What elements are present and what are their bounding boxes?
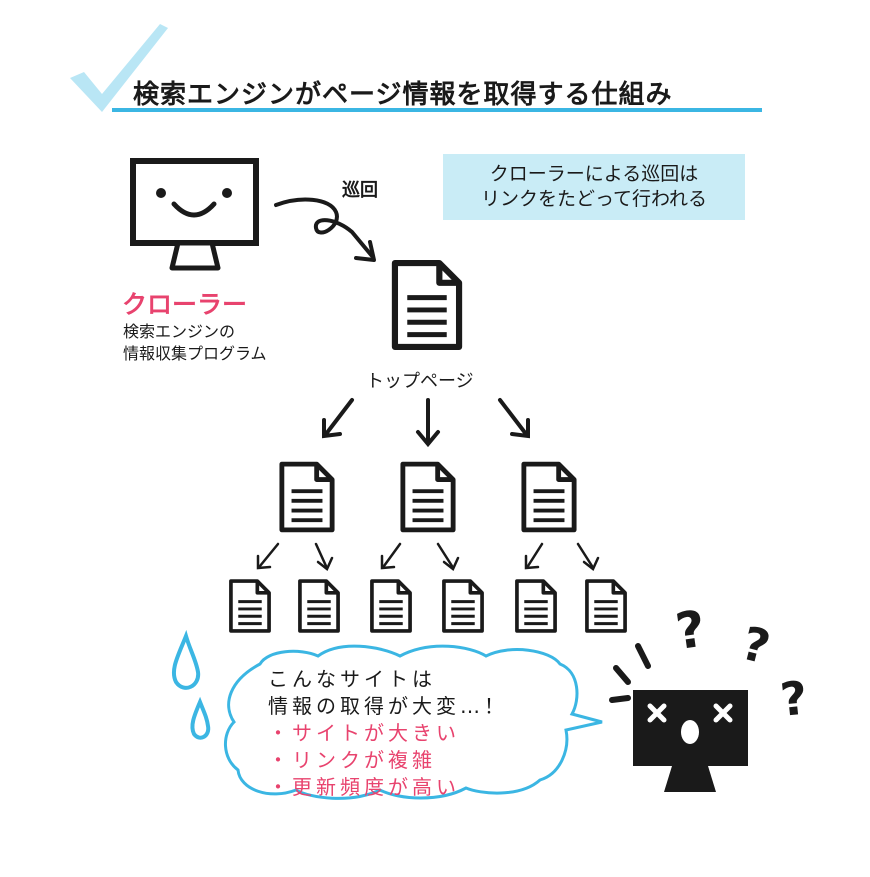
- level2-arrows: [322, 398, 530, 448]
- question-mark-icon: ?: [736, 616, 775, 675]
- note-box: クローラーによる巡回は リンクをたどって行われる: [443, 154, 745, 220]
- crawler-name: クローラー: [122, 290, 248, 319]
- level3-doc-icon: [442, 579, 484, 633]
- level3-doc-icon: [229, 579, 271, 633]
- level3-doc-icon: [515, 579, 557, 633]
- page-title: 検索エンジンがページ情報を取得する仕組み: [133, 80, 673, 110]
- level3-arrows: [256, 542, 600, 571]
- question-mark-icon: ?: [778, 670, 810, 726]
- check-icon: [70, 24, 168, 112]
- confused-monitor-icon: [609, 643, 748, 792]
- question-mark-icon: ?: [672, 600, 709, 661]
- patrol-label: 巡回: [342, 180, 378, 201]
- note-line: クローラーによる巡回は: [489, 163, 699, 185]
- bubble-text: こんなサイトは 情報の取得が大変…！ ・サイトが大きい ・リンクが複雑 ・更新頻…: [268, 666, 508, 801]
- crawler-desc-line: 検索エンジンの: [123, 322, 236, 341]
- top-page-doc-icon: [395, 263, 459, 347]
- top-page-label: トップページ: [366, 371, 474, 392]
- bubble-bullet: ・更新頻度が高い: [268, 775, 460, 799]
- bubble-bullet: ・リンクが複雑: [268, 748, 436, 772]
- level3-doc-icon: [370, 579, 412, 633]
- level2-doc-icon: [282, 464, 332, 530]
- patrol-arrow: [274, 197, 374, 258]
- crawler-monitor-icon: [130, 158, 259, 271]
- level3-doc-icon: [585, 579, 627, 633]
- sweat-drop-icon: [171, 629, 201, 690]
- level2-doc-icon: [403, 464, 453, 530]
- crawler-desc-line: 情報収集プログラム: [123, 344, 267, 363]
- title-underline: [112, 108, 762, 112]
- bubble-bullet: ・サイトが大きい: [268, 721, 460, 745]
- speech-bubble: [224, 644, 603, 800]
- sweat-drop-icon: [190, 696, 211, 740]
- level3-doc-icon: [298, 579, 340, 633]
- bubble-line: こんなサイトは: [268, 667, 436, 691]
- note-text: クローラーによる巡回は リンクをたどって行われる: [443, 162, 745, 212]
- bubble-line: 情報の取得が大変…！: [268, 694, 508, 718]
- note-line: リンクをたどって行われる: [480, 188, 708, 210]
- level2-doc-icon: [524, 464, 574, 530]
- crawler-description: 検索エンジンの 情報収集プログラム: [123, 321, 267, 365]
